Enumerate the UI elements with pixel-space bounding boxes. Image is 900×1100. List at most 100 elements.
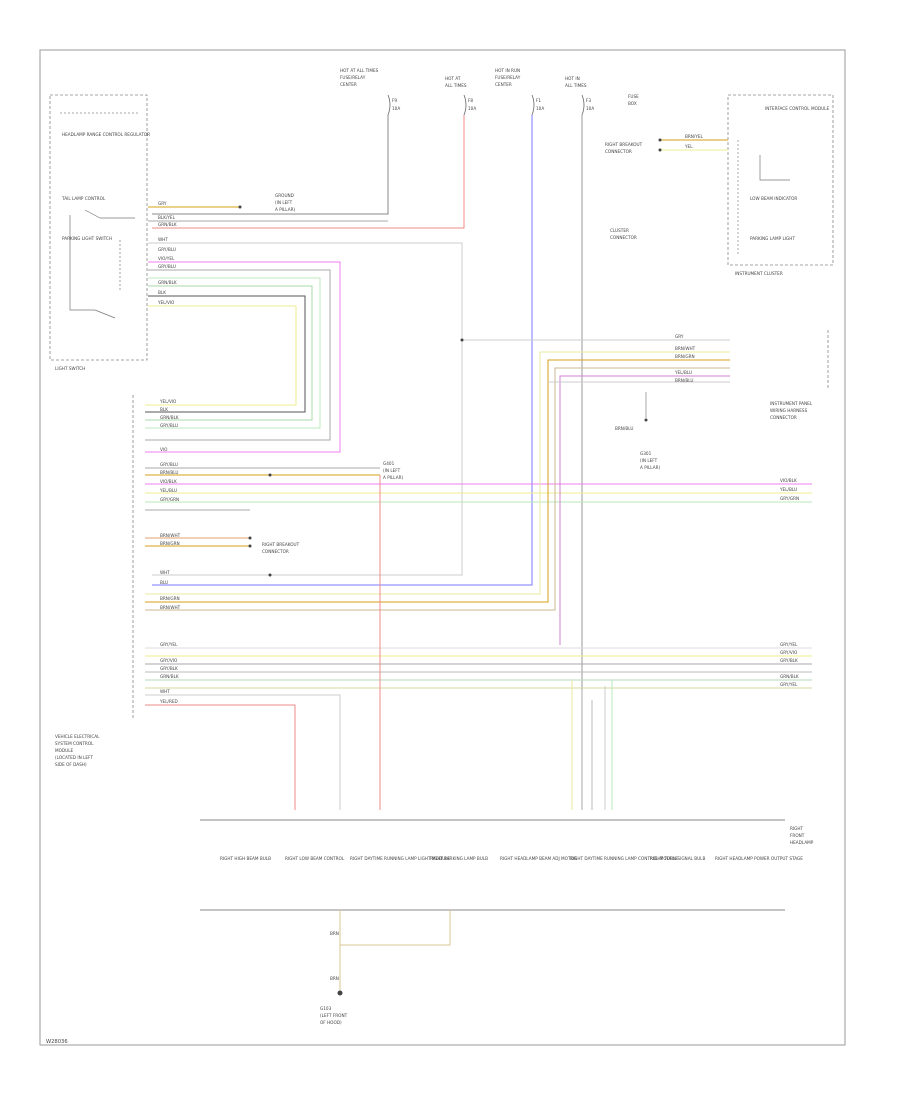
connector-label: CONNECTOR [605, 149, 632, 154]
wire-label: BRN/WHT [160, 605, 181, 610]
wire-label: BLK [160, 407, 168, 412]
connector-dots [238, 138, 662, 577]
diagram-frame [39, 49, 846, 1046]
headlamp-label: FRONT [790, 833, 805, 838]
wire-label: BLU [160, 580, 168, 585]
light-switch-label-2: TAIL LAMP CONTROL [61, 196, 106, 201]
connector-label: INSTRUMENT PANEL [770, 401, 813, 406]
feed-2-amps: 10A [468, 106, 476, 111]
feed-4-line-2: ALL TIMES [565, 83, 587, 88]
power-feed-3: HOT IN RUN FUSE/RELAY CENTER F1 10A [495, 68, 544, 116]
wire-label: GRN/BLK [160, 674, 179, 679]
feed-1-line-2: FUSE/RELAY [340, 75, 366, 80]
wire-label: GRY/GRN [780, 496, 799, 501]
splice-label: A PILLAR) [383, 475, 403, 480]
wire-label: GRY/BLK [160, 666, 178, 671]
ground-label: (LEFT FRONT [320, 1013, 348, 1018]
wire-label: BRN/GRN [675, 354, 695, 359]
wire-label: YEL/BLU [779, 487, 797, 492]
headlamp-item: RIGHT TURN SIGNAL BULB [650, 856, 705, 861]
wire-label: GRY/YEL [780, 642, 798, 647]
module-wires [145, 139, 812, 810]
wire-label: VIO/BLK [160, 479, 177, 484]
wire-label: GRY/YEL [780, 682, 798, 687]
wire-label: YEL/VIO [157, 300, 175, 305]
feed-wires [152, 115, 583, 700]
wire-label: GRY [675, 334, 684, 339]
wire-label: GRY/VIO [780, 650, 798, 655]
wire-label: GRY/BLU [160, 462, 178, 467]
headlamp-label: RIGHT [790, 826, 804, 831]
feed-2-line-1: HOT AT [445, 76, 461, 81]
feed-3-line-1: HOT IN RUN [495, 68, 520, 73]
power-feed-2: HOT AT ALL TIMES F8 10A [445, 76, 476, 116]
connector-label: CLUSTER [610, 228, 629, 233]
wire-label: GRY/BLU [158, 264, 176, 269]
wire-label: WHT [160, 570, 170, 575]
wire-label: VIO/YEL [158, 256, 175, 261]
splice-label: G401 [383, 461, 395, 466]
power-feed-1: HOT AT ALL TIMES FUSE/RELAY CENTER F9 10… [340, 68, 400, 116]
ground-label: G103 [320, 1006, 332, 1011]
wire-label: BRN/GRN [160, 541, 180, 546]
feed-1-line-1: HOT AT ALL TIMES [340, 68, 379, 73]
panel-connector: GRY BRN/WHT BRN/GRN YEL/BLU BRN/BLU INST… [615, 330, 829, 470]
connector-label: RIGHT BREAKOUT [605, 142, 643, 147]
wire-label: BRN [330, 976, 339, 981]
wire-label: GRY/BLU [158, 247, 176, 252]
central-module-label: VEHICLE ELECTRICAL SYSTEM CONTROL MODULE… [55, 395, 134, 767]
wire-label: GRY/VIO [160, 658, 178, 663]
connector-label: RIGHT BREAKOUT [262, 542, 300, 547]
cluster-label-3: PARKING LAMP LIGHT [750, 236, 795, 241]
wire-label: BRN [330, 931, 339, 936]
light-switch-label-3: PARKING LIGHT SWITCH [62, 236, 112, 241]
feed-1-fuse: F9 [392, 98, 397, 103]
headlamp-item: RIGHT HEADLAMP BEAM ADJ MOTOR [500, 856, 577, 861]
wire-label: BRN/YEL [685, 134, 704, 139]
wire-label: YEL [684, 144, 693, 149]
module-side-labels: YEL/VIO BLK GRN/BLK GRY/BLU VIO GRY/BLU … [159, 399, 181, 704]
switch-wires [145, 206, 463, 576]
wire-label: GRY/GRN [160, 497, 179, 502]
headlamp-item: RIGHT DAYTIME RUNNING LAMP CONTROL MODUL… [570, 856, 678, 861]
wire-label: GRN/BLK [160, 415, 179, 420]
wire-label: GRN/BLK [158, 222, 177, 227]
ground-label: G301 [640, 451, 652, 456]
wire-label: GRY/BLK [780, 658, 798, 663]
wire-label: BRN/WHT [160, 533, 181, 538]
connector-label: CONNECTOR [262, 549, 289, 554]
module-label: MODULE [55, 748, 74, 753]
feed-2-line-2: ALL TIMES [445, 83, 467, 88]
light-switch-component: HEADLAMP RANGE CONTROL REGULATOR TAIL LA… [49, 94, 150, 371]
switch-side-labels: GRY BLK/YEL GRN/BLK WHT GRY/BLU VIO/YEL … [157, 201, 177, 305]
feed-1-line-3: CENTER [340, 82, 357, 87]
right-headlamp-component: RIGHT FRONT HEADLAMP RIGHT HIGH BEAM BUL… [200, 819, 814, 911]
wire-label: BLK/YEL [158, 215, 176, 220]
ground-label: OF HOOD) [320, 1020, 342, 1025]
wire-label: YEL/RED [159, 699, 178, 704]
headlamp-item: RIGHT PARKING LAMP BULB [430, 856, 488, 861]
right-edge-labels: VIO/BLK YEL/BLU GRY/GRN GRY/YEL GRY/VIO … [779, 478, 799, 687]
ground-wires: BRN BRN [330, 910, 451, 996]
instrument-cluster-component: INTERFACE CONTROL MODULE LOW BEAM INDICA… [727, 94, 834, 276]
wire-label: GRN/BLK [780, 674, 799, 679]
ground-label: A PILLAR) [640, 465, 660, 470]
fuse-note-1: FUSE [628, 94, 639, 99]
feed-3-line-3: CENTER [495, 82, 512, 87]
wire-label: GRY [158, 201, 167, 206]
cluster-label: INSTRUMENT CLUSTER [735, 271, 783, 276]
module-label: (LOCATED IN LEFT [55, 755, 93, 760]
splice-label: A PILLAR) [275, 207, 295, 212]
wire-label: BRN/GRN [160, 596, 180, 601]
module-label: SIDE OF DASH) [55, 762, 87, 767]
feed-2-fuse: F8 [468, 98, 473, 103]
fuse-note-2: BOX [628, 101, 637, 106]
connector-label: WIRING HARNESS [770, 408, 808, 413]
splice-label: (IN LEFT [383, 468, 401, 473]
module-label: SYSTEM CONTROL [55, 741, 94, 746]
ground-label: (IN LEFT [640, 458, 658, 463]
cluster-label-1: INTERFACE CONTROL MODULE [765, 106, 830, 111]
wire-label: YEL/VIO [159, 399, 177, 404]
wire-label: BRN/WHT [675, 346, 696, 351]
